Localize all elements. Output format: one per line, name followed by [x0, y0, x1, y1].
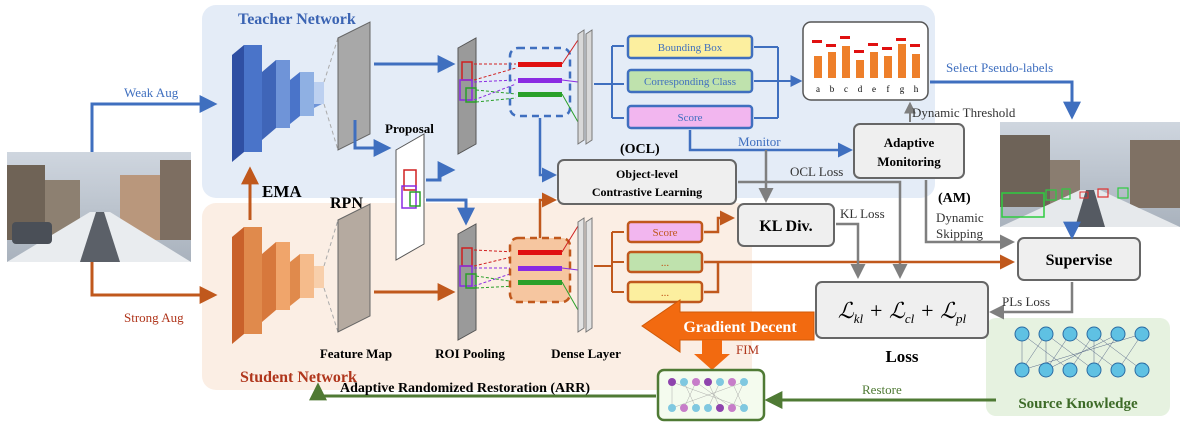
student-title: Student Network: [240, 369, 357, 386]
ema-label: EMA: [262, 182, 302, 201]
student-outputs: Score ... ...: [626, 220, 704, 304]
student-bbox-join: [704, 262, 720, 294]
teacher-dense-layer: [577, 29, 593, 145]
strong-aug-arrow: [90, 262, 218, 304]
kl-div-label: KL Div.: [759, 218, 812, 235]
gradient-decent-arrow: [641, 299, 815, 370]
source-network: [1014, 326, 1150, 378]
monitor-label: Monitor: [738, 134, 781, 149]
select-pseudo-arrow: [930, 80, 1081, 120]
restore-label: Restore: [862, 382, 902, 397]
dynamic-skipping-1: Dynamic: [936, 210, 984, 225]
student-roi-outlinks: [561, 225, 579, 311]
kl-loss-arrow: [836, 222, 866, 279]
student-output-class: ...: [661, 257, 670, 269]
arr-label: Adaptive Randomized Restoration (ARR): [340, 381, 590, 396]
roi-pooling-label: ROI Pooling: [435, 346, 505, 361]
teacher-feature-map: [337, 21, 371, 151]
select-pseudo-label: Select Pseudo-labels: [946, 60, 1053, 75]
svg-text:a: a: [816, 84, 820, 94]
weak-aug-arrow: [90, 95, 218, 152]
student-dense-layer: [577, 217, 593, 333]
source-knowledge-label: Source Knowledge: [1018, 396, 1138, 412]
svg-text:h: h: [914, 84, 919, 94]
student-to-ocl-arrow: [538, 192, 557, 238]
student-roi-feature-purple: [518, 266, 562, 271]
ocl-box-line2: Contrastive Learning: [592, 185, 702, 199]
svg-text:f: f: [887, 84, 890, 94]
student-backbone: [232, 227, 324, 344]
svg-text:c: c: [844, 84, 848, 94]
pls-loss-label: PLs Loss: [1002, 294, 1050, 309]
arr-network: [656, 368, 766, 422]
student-output-score: Score: [652, 227, 677, 239]
teacher-to-ocl-arrow: [538, 118, 557, 183]
rpn-in-arrow: [353, 120, 392, 157]
student-output-bbox: ...: [661, 287, 670, 299]
student-score-to-kl: [704, 210, 735, 234]
teacher-outputs: Bounding Box Corresponding Class Score: [626, 34, 754, 130]
source-region: [986, 318, 1170, 416]
student-branch-lines: [594, 231, 624, 293]
teacher-output-bbox: Bounding Box: [658, 42, 723, 54]
ocl-loss-label: OCL Loss: [790, 164, 843, 179]
svg-text:e: e: [872, 84, 876, 94]
loss-label: Loss: [885, 347, 918, 366]
student-feature-map: [337, 203, 371, 333]
monitor-arrow: [688, 130, 853, 158]
adaptive-label-2: Monitoring: [877, 154, 941, 169]
dense-layer-label: Dense Layer: [551, 346, 621, 361]
teacher-output-join: [754, 46, 796, 119]
teacher-output-score: Score: [677, 112, 702, 124]
output-image: [1000, 122, 1180, 227]
supervise-label: Supervise: [1046, 252, 1113, 269]
feature-map-label: Feature Map: [320, 346, 392, 361]
ocl-tag: (OCL): [620, 142, 660, 157]
teacher-backbone: [232, 45, 324, 162]
rpn-label: RPN: [330, 195, 363, 212]
ocl-box-line1: Object-level: [616, 167, 679, 181]
strong-aug-label: Strong Aug: [124, 310, 184, 325]
weak-aug-label: Weak Aug: [124, 85, 179, 100]
kl-loss-label: KL Loss: [840, 206, 885, 221]
teacher-roi-outlinks: [561, 39, 579, 123]
am-to-supervise-arrow: [924, 180, 1015, 250]
teacher-title: Teacher Network: [238, 11, 356, 28]
threshold-histogram: a b c d e f g h: [802, 21, 929, 101]
dynamic-threshold-label: Dynamic Threshold: [912, 105, 1016, 120]
ocl-loss-arrow: [738, 180, 908, 279]
pls-loss-arrow: [989, 282, 1074, 320]
ocl-box: [557, 159, 737, 205]
kl-div-box: [737, 203, 835, 247]
teacher-roi-feature-purple: [518, 78, 562, 83]
proposal-label: Proposal: [385, 121, 434, 136]
svg-text:g: g: [900, 84, 905, 94]
rpn-proposals: [401, 169, 421, 209]
teacher-branch-lines: [594, 45, 624, 119]
adaptive-label-1: Adaptive: [884, 135, 935, 150]
loss-box: [815, 281, 989, 339]
svg-text:d: d: [858, 84, 863, 94]
projection-lines: [323, 37, 339, 333]
adaptive-monitoring-box: [853, 123, 965, 179]
student-roi-boxes: [459, 247, 477, 289]
rpn-to-student-roi: [426, 198, 475, 226]
dynamic-skipping-2: Skipping: [936, 226, 983, 241]
student-roi-feature-green: [518, 280, 562, 285]
svg-text:b: b: [830, 84, 835, 94]
teacher-roi-boxes: [459, 61, 477, 103]
am-tag: (AM): [938, 191, 971, 206]
gradient-decent-label: Gradient Decent: [683, 319, 797, 336]
input-image: [7, 152, 191, 262]
rpn-to-teacher-roi: [426, 161, 456, 182]
teacher-roi-feature-green: [518, 92, 562, 97]
teacher-roi-feature-red: [518, 62, 562, 67]
arr-arrow: [309, 382, 656, 401]
fim-label: FIM: [736, 342, 760, 357]
student-roi-feature-red: [518, 250, 562, 255]
teacher-output-class: Corresponding Class: [644, 76, 736, 88]
